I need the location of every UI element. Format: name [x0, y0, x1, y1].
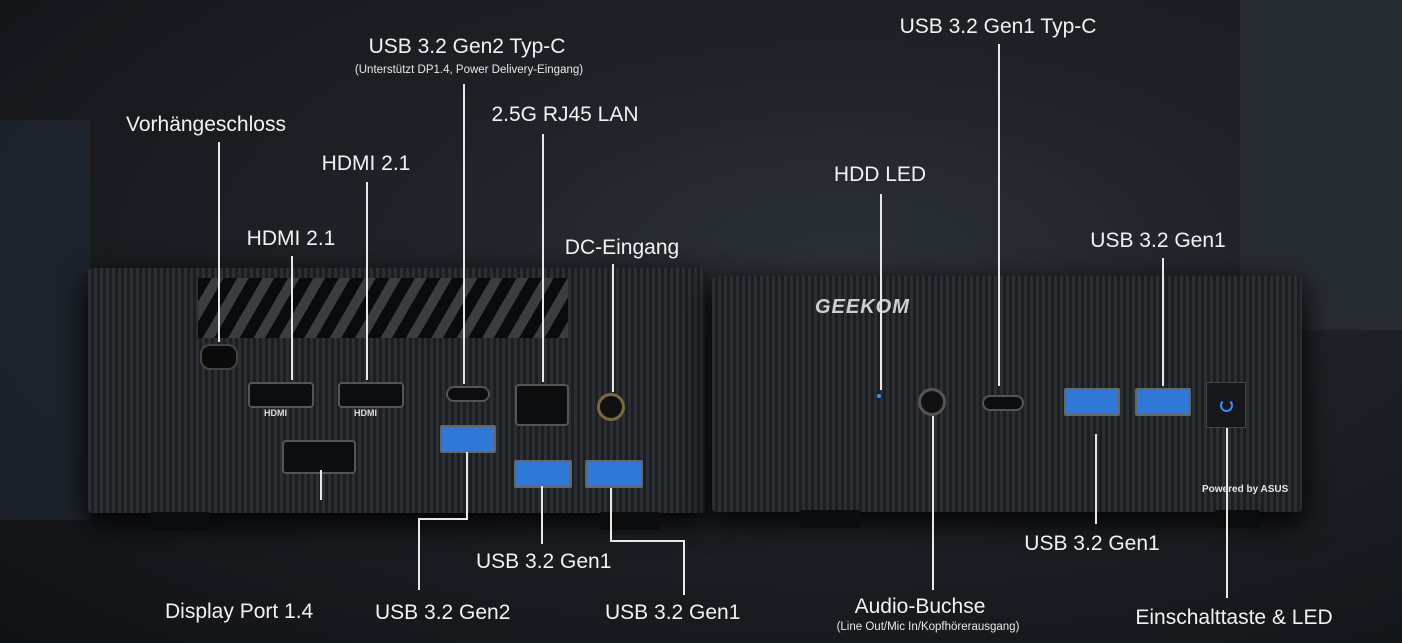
displayport [282, 440, 356, 474]
label-usb-gen1-left-bottom: USB 3.2 Gen1 [605, 601, 741, 624]
leader-line [612, 264, 614, 392]
label-hdmi-2: HDMI 2.1 [321, 152, 411, 175]
device-foot [150, 512, 210, 530]
label-audio-note: (Line Out/Mic In/Kopfhörerausgang) [836, 621, 1020, 633]
right-mini-pc [712, 276, 1302, 512]
label-dc-in: DC-Eingang [564, 236, 680, 259]
leader-line [610, 540, 684, 542]
label-power: Einschalttaste & LED [1135, 606, 1333, 629]
leader-line [366, 182, 368, 380]
device-foot [600, 512, 660, 530]
powered-by-text: Powered by ASUS [1202, 484, 1289, 495]
label-usb-gen2-typc-note: (Unterstützt DP1.4, Power Delivery-Einga… [354, 64, 584, 76]
usb-gen1-port [514, 460, 572, 488]
hdmi-port-text: HDMI [354, 408, 377, 418]
power-icon [1220, 399, 1233, 412]
rj45-lan-port [515, 384, 569, 426]
label-hdmi-1: HDMI 2.1 [246, 227, 336, 250]
device-foot [1215, 510, 1260, 528]
label-padlock: Vorhängeschloss [126, 113, 286, 136]
brand-logo: GEEKOM [815, 296, 910, 318]
usb-gen2-port [440, 425, 496, 453]
leader-line [418, 518, 468, 520]
label-displayport: Display Port 1.4 [165, 600, 314, 623]
leader-line [418, 518, 420, 590]
label-lan: 2.5G RJ45 LAN [491, 103, 639, 126]
label-usb-gen1-right-bottom: USB 3.2 Gen1 [1024, 532, 1160, 555]
leader-line [320, 470, 322, 500]
label-hdd-led: HDD LED [833, 163, 927, 186]
leader-line [542, 134, 544, 382]
hdd-led [877, 394, 881, 398]
leader-line [291, 256, 293, 380]
label-usb-gen1-typc: USB 3.2 Gen1 Typ-C [899, 15, 1097, 38]
leader-line [610, 488, 612, 540]
label-audio: Audio-Buchse [854, 595, 986, 618]
usb-c-gen1-port [982, 395, 1024, 411]
hdmi-port-1 [248, 382, 314, 408]
usb-gen1-port [585, 460, 643, 488]
power-button [1206, 382, 1246, 428]
padlock-slot [200, 344, 238, 370]
background-panel [1240, 0, 1402, 330]
leader-line [1095, 434, 1097, 524]
usb-gen1-port [1135, 388, 1191, 416]
vent-grille [198, 278, 568, 338]
hdmi-port-text: HDMI [264, 408, 287, 418]
device-foot [800, 510, 860, 528]
leader-line [463, 84, 465, 384]
label-usb-gen1-right-top: USB 3.2 Gen1 [1090, 229, 1226, 252]
leader-line [1226, 428, 1228, 598]
hdmi-port-2 [338, 382, 404, 408]
leader-line [880, 194, 882, 390]
label-usb-gen2-typc: USB 3.2 Gen2 Typ-C [368, 35, 566, 58]
leader-line [932, 416, 934, 590]
usb-c-gen2-port [446, 386, 490, 402]
background-panel [0, 120, 90, 520]
leader-line [1162, 258, 1164, 386]
usb-gen1-port [1064, 388, 1120, 416]
leader-line [998, 44, 1000, 386]
leader-line [466, 452, 468, 518]
dc-in-port [597, 393, 625, 421]
label-usb-gen1-mid: USB 3.2 Gen1 [476, 550, 612, 573]
label-usb-gen2: USB 3.2 Gen2 [375, 601, 511, 624]
leader-line [218, 142, 220, 342]
leader-line [683, 540, 685, 595]
leader-line [541, 486, 543, 544]
audio-jack [918, 388, 946, 416]
